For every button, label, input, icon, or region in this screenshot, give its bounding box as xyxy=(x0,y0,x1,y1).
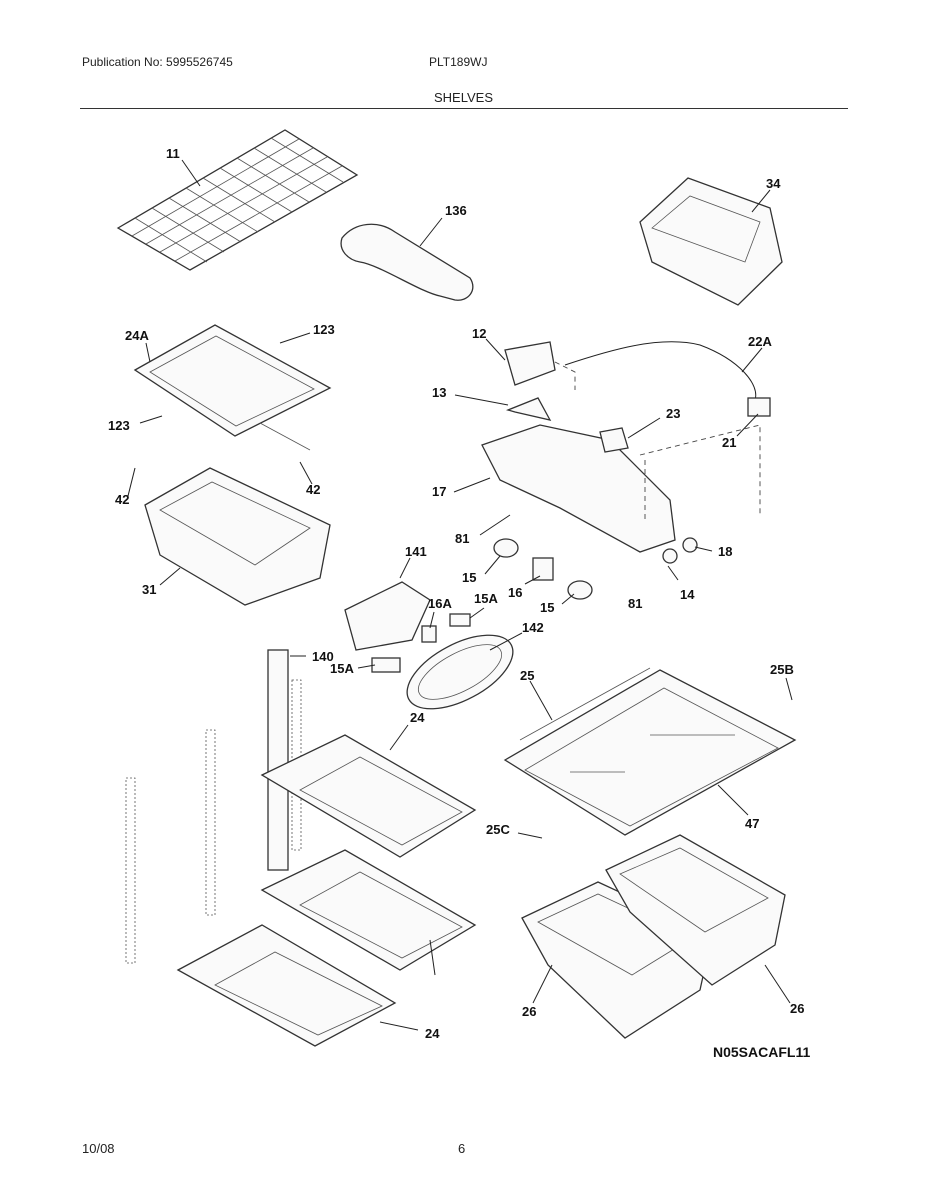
callout-31: 31 xyxy=(142,582,156,597)
wire-shelf-part xyxy=(116,129,359,271)
callout-123-left: 123 xyxy=(108,418,130,433)
crisper-drawer-part xyxy=(144,467,331,606)
callout-23: 23 xyxy=(666,406,680,421)
callout-15-lower: 15 xyxy=(540,600,554,615)
crisper-pans-part xyxy=(521,834,786,1039)
callout-12: 12 xyxy=(472,326,486,341)
callout-22A: 22A xyxy=(748,334,772,349)
channel-part xyxy=(340,223,474,301)
callout-11: 11 xyxy=(166,146,180,161)
callout-15-upper: 15 xyxy=(462,570,476,585)
door-bin-part xyxy=(639,177,783,306)
callout-142: 142 xyxy=(522,620,544,635)
callout-47: 47 xyxy=(745,816,759,831)
callout-14: 14 xyxy=(680,587,695,602)
callout-15A-lower: 15A xyxy=(330,661,354,676)
callout-25C: 25C xyxy=(486,822,510,837)
callout-13: 13 xyxy=(432,385,446,400)
adjustable-shelves-part xyxy=(176,734,477,1047)
callout-18: 18 xyxy=(718,544,732,559)
callout-81-right: 81 xyxy=(628,596,642,611)
callout-123-top: 123 xyxy=(313,322,335,337)
callout-81-left: 81 xyxy=(455,531,469,546)
deli-shelf-part xyxy=(503,667,797,836)
callout-26-right: 26 xyxy=(790,1001,804,1016)
model-number: PLT189WJ xyxy=(429,55,488,69)
glass-shelf-part xyxy=(133,324,332,451)
callout-141: 141 xyxy=(405,544,427,559)
callout-136: 136 xyxy=(445,203,467,218)
callout-24A: 24A xyxy=(125,328,149,343)
page-number: 6 xyxy=(458,1141,466,1156)
light-housing-part xyxy=(481,341,771,553)
callout-21: 21 xyxy=(722,435,736,450)
diagram-code: N05SACAFL11 xyxy=(713,1044,810,1060)
callout-17: 17 xyxy=(432,484,446,499)
callout-42-right: 42 xyxy=(306,482,320,497)
callout-42-left: 42 xyxy=(115,492,129,507)
callout-24-lower: 24 xyxy=(425,1026,440,1041)
callout-26-left: 26 xyxy=(522,1004,536,1019)
callout-16A: 16A xyxy=(428,596,452,611)
callout-25B: 25B xyxy=(770,662,794,677)
callout-34: 34 xyxy=(766,176,781,191)
publication-number: Publication No: 5995526745 xyxy=(82,55,233,69)
callout-24-upper: 24 xyxy=(410,710,425,725)
leader-lines xyxy=(127,159,793,1031)
callout-16: 16 xyxy=(508,585,522,600)
footer-date: 10/08 xyxy=(82,1141,115,1156)
callout-25: 25 xyxy=(520,668,534,683)
callout-15A-upper: 15A xyxy=(474,591,498,606)
callout-140: 140 xyxy=(312,649,334,664)
section-title: SHELVES xyxy=(433,90,493,105)
light-bulbs-part xyxy=(344,537,698,710)
header-rule xyxy=(80,108,848,109)
callout-labels: 11 136 34 24A 123 123 42 42 31 12 22A 13… xyxy=(108,146,810,1060)
shelf-rails-part xyxy=(125,649,302,964)
